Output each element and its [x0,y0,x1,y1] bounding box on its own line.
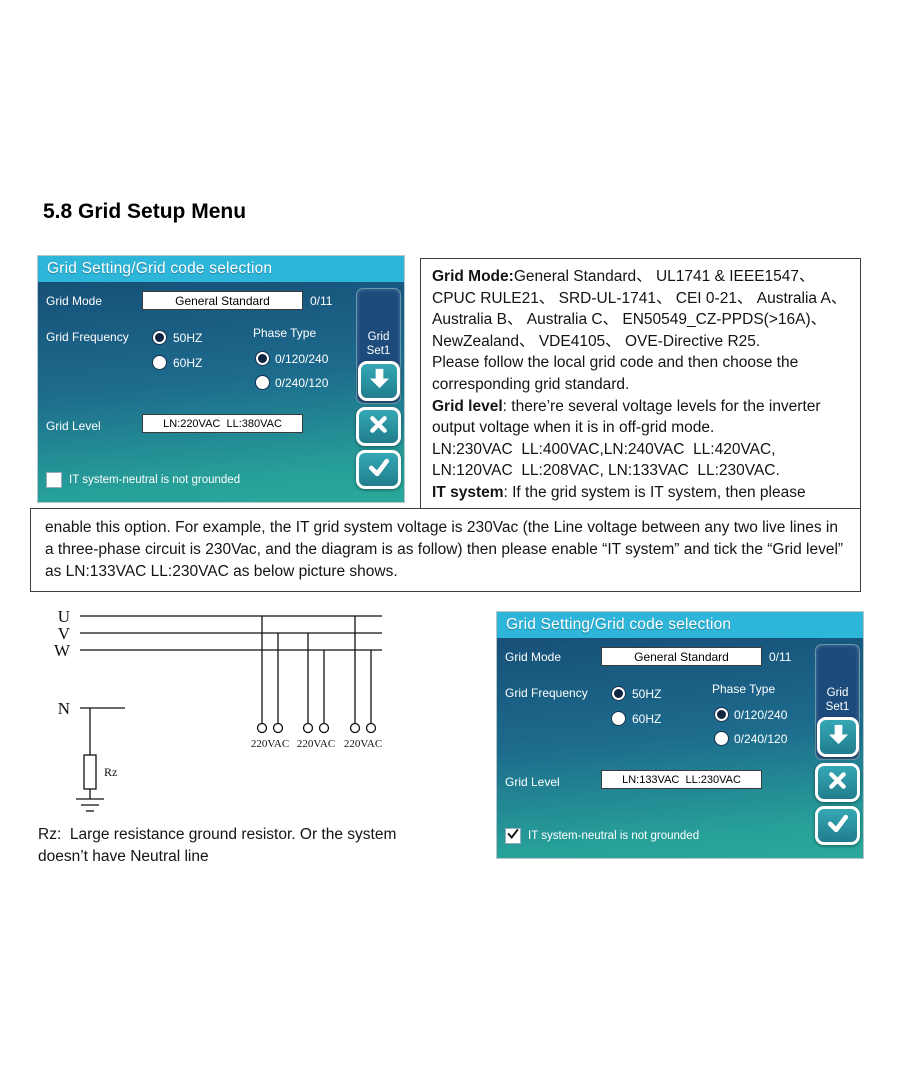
radio-60hz-label: 60HZ [632,712,662,726]
it-system-term: IT system [432,483,504,501]
voltage-line-1: LN:230VAC LL:400VAC,LN:240VAC LL:420VAC, [432,440,776,458]
radio-60hz[interactable] [152,355,167,370]
grid-mode-term: Grid Mode: [432,268,514,285]
rz-caption: Rz: Large resistance ground resistor. Or… [38,824,418,867]
grid-set-label-line1: Grid [367,331,390,343]
grid-level-field[interactable]: LN:220VAC LL:380VAC [142,414,303,433]
it-system-label: IT system-neutral is not grounded [69,474,241,486]
it-system-checkbox[interactable] [46,472,62,488]
confirm-button[interactable] [815,806,860,845]
checkbox-check-icon [506,827,520,846]
grid-mode-label: Grid Mode [46,294,103,308]
grid-set-next-button[interactable] [817,717,859,757]
radio-phase-0-120-240-label: 0/120/240 [275,352,329,366]
grid-set-label-line2: Set1 [366,345,391,357]
it-system-label: IT system-neutral is not grounded [528,830,700,842]
close-icon [368,414,389,440]
rz-resistor-label: Rz [104,765,117,779]
it-system-paragraph: enable this option. For example, the IT … [30,508,861,592]
grid-level-field[interactable]: LN:133VAC LL:230VAC [601,770,762,789]
neutral-label: N [58,699,70,718]
rz-caption-line2: doesn’t have Neutral line [38,847,209,865]
grid-mode-count: 0/11 [769,650,792,664]
grid-mode-field[interactable]: General Standard [601,647,762,666]
voltage-label-1: 220VAC [251,738,289,750]
rz-caption-line1: Rz: Large resistance ground resistor. Or… [38,826,397,843]
follow-note: Please follow the local grid code and th… [432,354,803,393]
down-arrow-icon [827,723,850,751]
cancel-button[interactable] [815,763,860,802]
grid-mode-label: Grid Mode [505,650,562,664]
voltage-label-3: 220VAC [344,738,382,750]
phase-type-label: Phase Type [712,682,776,696]
radio-phase-0-120-240-label: 0/120/240 [734,708,788,722]
panel-title: Grid Setting/Grid code selection [497,612,863,638]
check-icon [827,812,849,839]
phase-u-label: U [58,607,70,626]
phase-type-label: Phase Type [253,326,317,340]
phase-w-label: W [54,641,71,660]
radio-phase-0-240-120[interactable] [714,731,729,746]
grid-level-description: Grid level: there’re several voltage lev… [432,396,850,439]
grid-setting-panel-2: Grid Setting/Grid code selection Grid Mo… [497,612,863,858]
radio-50hz[interactable] [152,330,167,345]
it-system-text: : If the grid system is IT system, then … [503,483,806,501]
radio-phase-0-240-120[interactable] [255,375,270,390]
panel-body: Grid Mode General Standard 0/11 Grid Fre… [38,282,404,502]
radio-phase-0-120-240[interactable] [714,707,729,722]
radio-60hz-label: 60HZ [173,356,203,370]
radio-phase-0-240-120-label: 0/240/120 [275,376,329,390]
panel-body: Grid Mode General Standard 0/11 Grid Fre… [497,638,863,858]
radio-phase-0-120-240[interactable] [255,351,270,366]
voltage-line-2: LN:120VAC LL:208VAC, LN:133VAC LL:230VAC… [432,462,780,480]
close-icon [827,770,848,796]
radio-phase-0-240-120-label: 0/240/120 [734,732,788,746]
grid-level-term: Grid level [432,397,503,415]
grid-set-label-line2: Set1 [825,701,850,713]
grid-mode-list: General Standard、 UL1741 & IEEE1547、 CPU… [432,268,851,350]
check-icon [368,456,390,483]
grid-frequency-label: Grid Frequency [505,686,588,700]
grid-mode-description: Grid Mode:General Standard、 UL1741 & IEE… [432,266,850,352]
it-system-checkbox[interactable] [505,828,521,844]
panel-title: Grid Setting/Grid code selection [38,256,404,282]
section-title: 5.8 Grid Setup Menu [43,200,247,223]
cancel-button[interactable] [356,407,401,446]
grid-mode-count: 0/11 [310,294,333,308]
grid-level-label: Grid Level [505,775,560,789]
grid-mode-field[interactable]: General Standard [142,291,303,310]
radio-50hz-label: 50HZ [173,331,203,345]
radio-60hz[interactable] [611,711,626,726]
down-arrow-icon [368,367,391,395]
grid-description-box: Grid Mode:General Standard、 UL1741 & IEE… [420,258,861,508]
grid-set-next-button[interactable] [358,361,400,401]
three-phase-diagram: U V W N 220VAC 220VAC 220VAC Rz [54,607,382,812]
grid-frequency-label: Grid Frequency [46,330,129,344]
it-system-description: IT system: If the grid system is IT syst… [432,482,850,504]
confirm-button[interactable] [356,450,401,489]
grid-set-label-line1: Grid [826,687,849,699]
voltage-label-2: 220VAC [297,738,335,750]
grid-level-text: : there’re several voltage levels for th… [432,397,825,437]
radio-50hz-label: 50HZ [632,687,662,701]
phase-v-label: V [58,624,71,643]
grid-setting-panel-1: Grid Setting/Grid code selection Grid Mo… [38,256,404,502]
radio-50hz[interactable] [611,686,626,701]
grid-level-label: Grid Level [46,419,101,433]
